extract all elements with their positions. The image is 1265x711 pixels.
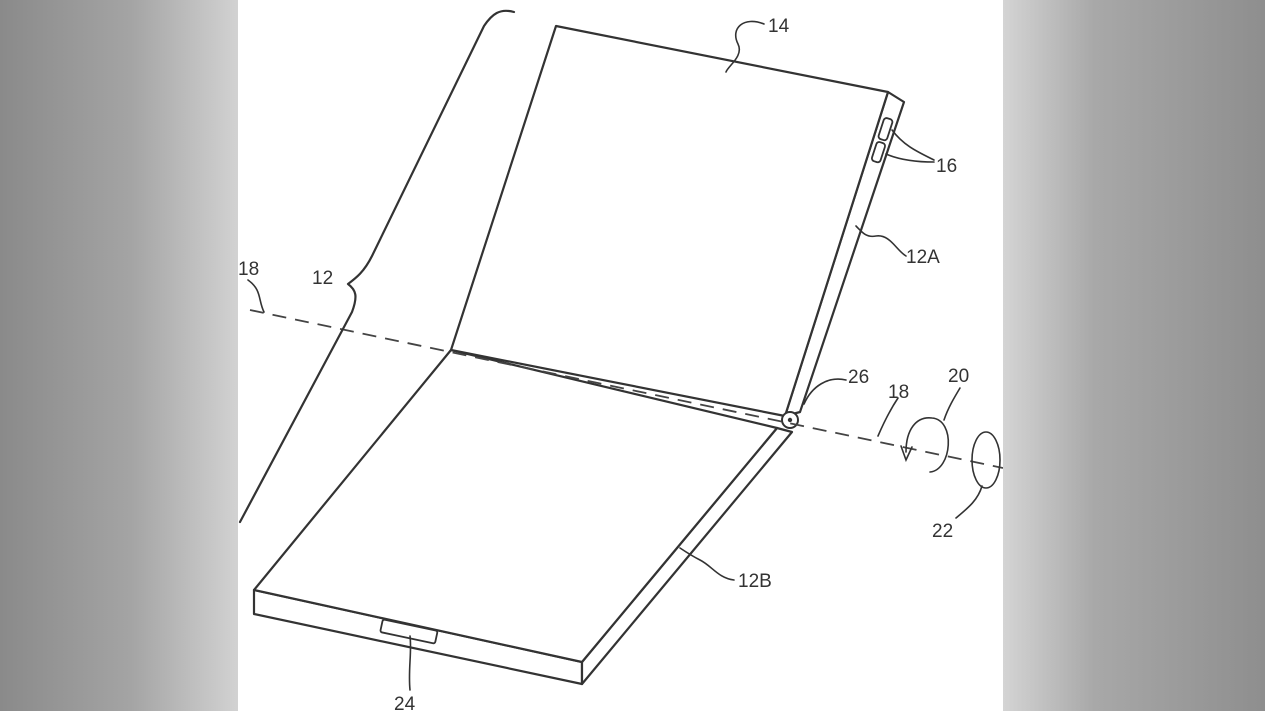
brace-12 xyxy=(238,9,516,524)
label-12b: 12B xyxy=(738,571,772,592)
port-24 xyxy=(379,618,439,645)
button-16-lower xyxy=(870,141,886,164)
leader-26 xyxy=(803,378,847,405)
fold-axis-18 xyxy=(249,309,1003,469)
label-16: 16 xyxy=(936,156,957,177)
rotation-arrow-22 xyxy=(971,431,1001,489)
label-26: 26 xyxy=(848,367,869,388)
leader-12a xyxy=(855,225,907,257)
label-22: 22 xyxy=(932,521,953,542)
rotation-arrow-20-head xyxy=(900,445,913,463)
leader-18-right xyxy=(877,397,899,437)
label-20: 20 xyxy=(948,366,969,387)
hinge-26-pin xyxy=(787,417,793,423)
right-backdrop xyxy=(1003,0,1265,711)
label-18-left: 18 xyxy=(238,259,259,280)
leader-14 xyxy=(725,20,765,73)
leader-22 xyxy=(955,485,983,519)
leader-16-a xyxy=(891,129,935,161)
housing-12a-display-face xyxy=(449,24,890,418)
leader-20 xyxy=(943,387,961,421)
label-12a: 12A xyxy=(906,247,940,268)
housing-12b-top-face xyxy=(252,348,779,664)
left-backdrop xyxy=(0,0,238,711)
label-18-right: 18 xyxy=(888,382,909,403)
foldable-device-diagram: 14 16 12A 18 12 26 20 18 22 12B 24 xyxy=(238,9,1003,711)
leader-16-b xyxy=(885,153,935,163)
label-14: 14 xyxy=(768,16,790,37)
label-24: 24 xyxy=(394,694,416,711)
label-12: 12 xyxy=(312,268,333,289)
leader-12b xyxy=(679,547,735,581)
button-16-upper xyxy=(877,117,894,142)
leader-18-left xyxy=(247,279,265,313)
rotation-arrow-20 xyxy=(905,417,950,473)
patent-drawing-sheet: 14 16 12A 18 12 26 20 18 22 12B 24 xyxy=(238,0,1003,711)
leader-24 xyxy=(408,635,412,691)
